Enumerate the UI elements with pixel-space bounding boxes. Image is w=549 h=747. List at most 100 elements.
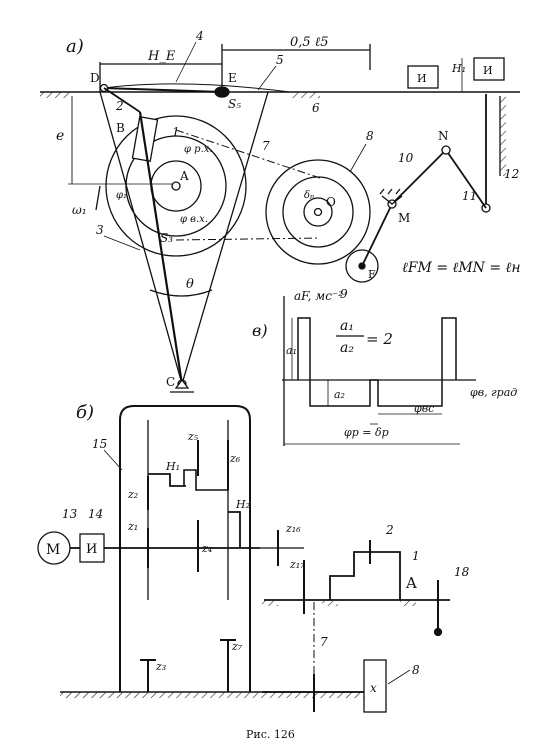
link-D-rocker (103, 87, 141, 113)
panel-a: а) H_E 0,5 ℓ5 D E S₅ 4 5 6 И И H₁ (40, 29, 521, 393)
pusher-guide-hatch (500, 96, 506, 176)
bearing-1 (262, 600, 278, 606)
panel-a-label: а) (66, 36, 84, 57)
angle-phi-vx: φ в.х. (180, 214, 208, 225)
label-z6: z₆ (229, 452, 241, 465)
num-8-b-leader (387, 669, 411, 685)
box-8 (363, 659, 387, 713)
housing-15 (119, 405, 251, 692)
ground-base-hatch (60, 692, 380, 698)
num-8: 8 (366, 129, 374, 143)
acceleration-curve (297, 317, 457, 407)
ratio-num: a₁ (340, 318, 354, 334)
dim-e: e (56, 128, 64, 144)
num-15: 15 (92, 437, 107, 451)
label-A: A (179, 169, 189, 183)
bearing-3 (400, 600, 416, 606)
num-12: 12 (504, 167, 519, 181)
panel-b: б) 15 М 13 И 14 z₁ z₂ z₃ H₁ z₄ z₅ (37, 402, 470, 713)
block-I-2 (473, 57, 505, 81)
label-H1: H₁ (165, 460, 180, 473)
cam-8-inner (303, 197, 333, 227)
label-D: D (90, 71, 100, 85)
coupling-label: И (86, 542, 97, 557)
num-10: 10 (398, 151, 414, 165)
crank-link-2 (329, 551, 388, 600)
label-z17: z₁₇ (289, 558, 305, 571)
a1: a₁ (286, 344, 297, 357)
ratio-den: a₂ (340, 340, 354, 356)
joint-O (313, 207, 323, 217)
label-F: F (368, 268, 376, 281)
dim-half-l5: 0,5 ℓ5 (290, 35, 329, 50)
panel-v: в) aF, мс⁻² φв, град a₁ a₂ a₁ a₂ = 2 φр … (252, 289, 517, 446)
label-z7-housing: z₇ (231, 640, 243, 653)
ground-hatch-left (40, 92, 70, 98)
angle-phi1: φ₁ (116, 190, 127, 201)
label-A-b: A (405, 574, 417, 592)
label-z5: z₅ (187, 430, 199, 443)
num-14: 14 (88, 507, 103, 521)
label-z3: z₃ (155, 660, 166, 673)
label-z2: z₂ (127, 488, 138, 501)
a2: a₂ (334, 388, 345, 401)
planet-bridge (183, 469, 229, 491)
label-C: C (166, 375, 175, 389)
num-4-leader (175, 41, 197, 83)
num-5: 5 (276, 53, 284, 67)
num-1-b: 1 (412, 549, 420, 563)
crank-link-1 (388, 551, 401, 600)
roller-9 (345, 249, 379, 283)
joint-A (171, 181, 181, 191)
block-I-1-label: И (417, 72, 427, 85)
link-4 (103, 87, 223, 93)
num-8-b: 8 (412, 663, 420, 677)
carrier-H2 (228, 511, 241, 548)
ground-hatch-mid (290, 92, 320, 98)
num-5-leader (257, 65, 277, 91)
cam-8-outer (265, 159, 371, 265)
belt-7-bottom (175, 237, 321, 241)
cam-1-outer (105, 115, 247, 257)
pivot-M-ground (379, 188, 403, 205)
link-11 (445, 149, 487, 209)
num-2: 2 (115, 99, 124, 113)
rocker-3 (138, 111, 184, 385)
num-6: 6 (312, 101, 320, 115)
angle-phi-rx: φ р.х. (184, 144, 213, 155)
coupler-curve (103, 83, 291, 93)
belt-7-top (175, 129, 321, 179)
label-S3: S₃ (160, 231, 173, 245)
bearing-2 (322, 600, 338, 606)
num-13: 13 (62, 507, 78, 521)
omega-1: ω₁ (72, 203, 87, 217)
crank-18-end (433, 627, 443, 637)
ratio-val: = 2 (366, 330, 393, 348)
label-z1: z₁ (127, 520, 138, 533)
label-S5: S₅ (228, 97, 241, 111)
num-11: 11 (462, 189, 477, 203)
dim-He: H_E (147, 49, 176, 64)
dim-H1: H₁ (451, 62, 466, 75)
graph-ylabel: aF, мс⁻² (294, 289, 343, 303)
label-E: E (228, 71, 237, 85)
joint-N (441, 145, 451, 155)
box-8-x: x (370, 681, 377, 695)
label-H2: H₂ (235, 498, 250, 511)
carrier-H1 (148, 473, 186, 487)
graph-xlabel: φв, град (470, 386, 517, 399)
num-3-leader (103, 235, 141, 251)
angle-theta: θ (186, 277, 194, 292)
label-z4: z₄ (201, 542, 212, 555)
num-1: 1 (172, 125, 180, 139)
label-O: O (326, 195, 336, 209)
num-8-leader (349, 143, 367, 173)
delta-p: δₚ (304, 190, 314, 201)
block-I-2-label: И (483, 64, 493, 77)
motor-label: М (46, 542, 60, 558)
sector-right (181, 91, 269, 385)
panel-v-label: в) (252, 321, 268, 340)
equation-lengths: ℓFM = ℓMN = ℓн (402, 260, 521, 276)
panel-b-label: б) (76, 402, 94, 423)
num-9: 9 (340, 287, 348, 301)
